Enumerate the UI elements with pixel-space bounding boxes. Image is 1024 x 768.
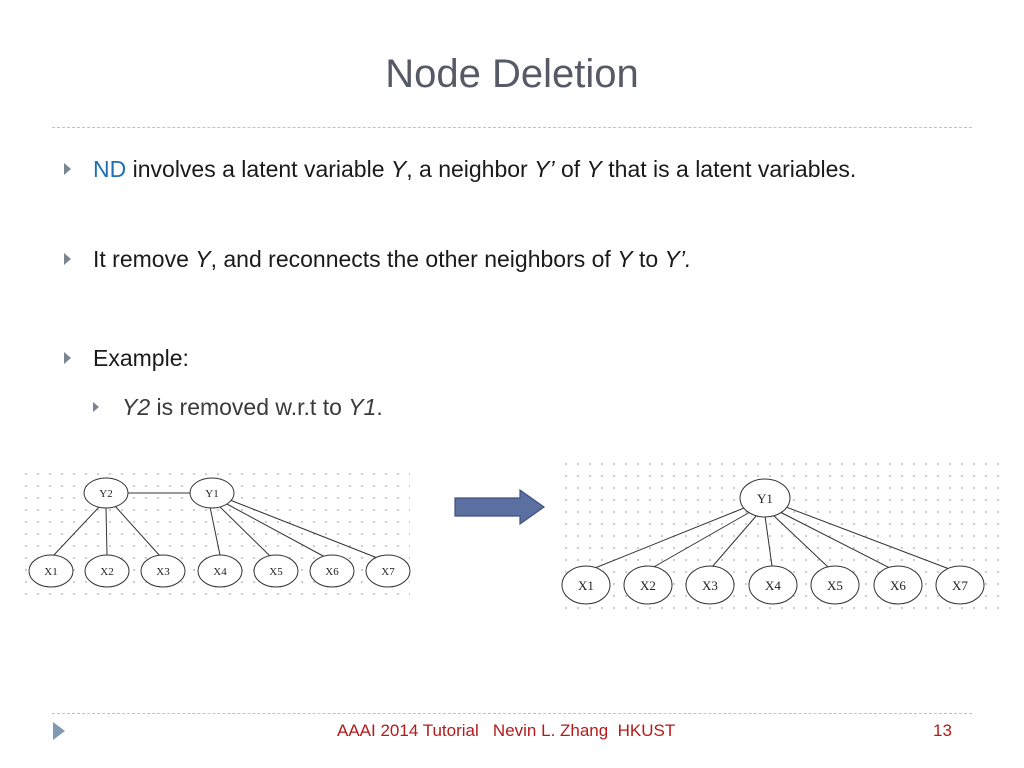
right-leaf-x6: X6 (873, 565, 923, 605)
node-label: X6 (325, 566, 339, 578)
bullet-arrow-icon (64, 253, 71, 265)
bullet-3-text: Example: (93, 345, 189, 371)
right-graph: Y1 X1 X2 X3 X4 X5 X6 X7 (561, 478, 985, 605)
text-run: . (376, 394, 383, 420)
slide-title: Node Deletion (385, 52, 639, 96)
node-label: X6 (890, 578, 906, 593)
text-run: is removed w.r.t to (150, 394, 349, 420)
bullet-arrow-icon (64, 163, 71, 175)
transform-arrow-icon (454, 488, 546, 526)
right-latent-y1: Y1 (739, 478, 791, 518)
right-leaf-x5: X5 (810, 565, 860, 605)
left-graph: Y2 Y1 X1 X2 X3 X4 X5 X6 X7 (28, 477, 411, 588)
sub-bullet-arrow-icon (93, 402, 99, 412)
node-label: Y1 (205, 488, 218, 500)
variable: Y’. (664, 246, 692, 272)
variable: Y1 (348, 394, 377, 420)
left-leaf-x5: X5 (253, 554, 299, 588)
right-leaf-x2: X2 (623, 565, 673, 605)
left-leaf-x3: X3 (140, 554, 186, 588)
left-leaf-x6: X6 (309, 554, 355, 588)
sub-bullet-1-text: Y2 is removed w.r.t to Y1. (122, 386, 973, 428)
variable: Y (195, 246, 211, 272)
variable: Y (586, 156, 602, 182)
node-label: Y2 (99, 488, 112, 500)
bullet-1-text: ND involves a latent variable Y, a neigh… (93, 148, 944, 190)
variable: Y (617, 246, 633, 272)
node-label: X7 (952, 578, 968, 593)
node-label: X3 (156, 566, 170, 578)
node-label: X1 (578, 578, 594, 593)
right-leaf-x3: X3 (685, 565, 735, 605)
bullet-arrow-icon (64, 352, 71, 364)
node-label: X1 (44, 566, 57, 578)
left-latent-y2: Y2 (83, 477, 129, 509)
text-run: that is a latent variables. (601, 156, 857, 182)
variable: Y2 (122, 394, 151, 420)
left-leaf-x7: X7 (365, 554, 411, 588)
footer-divider (52, 713, 972, 714)
right-leaf-x1: X1 (561, 565, 611, 605)
text-run: , and reconnects the other neighbors of (210, 246, 618, 272)
right-leaf-x7: X7 (935, 565, 985, 605)
nd-abbreviation: ND (93, 156, 127, 182)
node-label: X2 (640, 578, 656, 593)
node-label: X2 (100, 566, 113, 578)
text-run: It remove (93, 246, 196, 272)
text-run: , a neighbor (406, 156, 535, 182)
left-leaf-x4: X4 (197, 554, 243, 588)
page-number: 13 (933, 721, 952, 740)
node-label: X7 (381, 566, 395, 578)
variable: Y’ (534, 156, 555, 182)
right-leaf-x4: X4 (748, 565, 798, 605)
node-label: X4 (765, 578, 781, 593)
variable: Y (390, 156, 407, 182)
sub-bullet-1: Y2 is removed w.r.t to Y1. (93, 386, 973, 428)
bullet-3: Example: (64, 337, 944, 379)
bullet-1: ND involves a latent variable Y, a neigh… (64, 148, 944, 190)
title-divider (52, 127, 972, 128)
node-label: X4 (213, 566, 227, 578)
bullet-2: It remove Y, and reconnects the other ne… (64, 238, 944, 280)
bullet-2-text: It remove Y, and reconnects the other ne… (93, 238, 944, 280)
node-label: X5 (269, 566, 283, 578)
node-label: X5 (827, 578, 843, 593)
left-leaf-x2: X2 (84, 554, 130, 588)
text-run: of (554, 156, 587, 182)
left-leaf-x1: X1 (28, 554, 74, 588)
footer-credit: AAAI 2014 Tutorial Nevin L. Zhang HKUST (337, 721, 676, 740)
text-run: to (632, 246, 665, 272)
node-label: Y1 (757, 491, 773, 506)
text-run: involves a latent variable (126, 156, 391, 182)
footer-triangle-icon (53, 722, 65, 740)
left-latent-y1: Y1 (189, 477, 235, 509)
node-label: X3 (702, 578, 718, 593)
